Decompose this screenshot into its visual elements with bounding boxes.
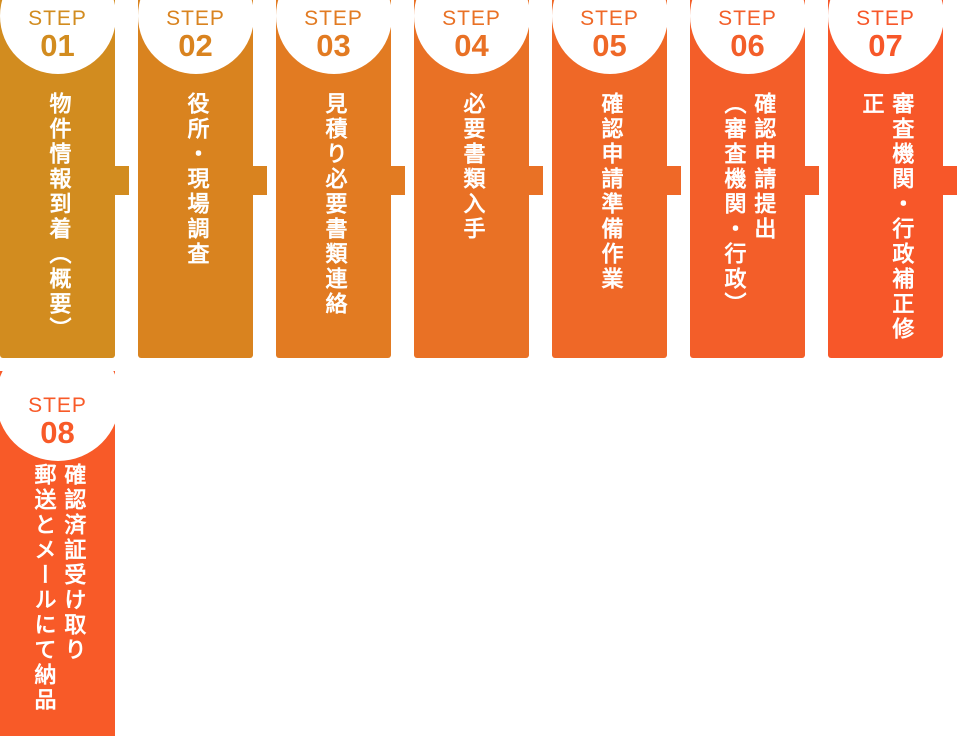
flow-connector bbox=[391, 166, 405, 195]
step-column: STEP 08 確認済証受け取り 郵送とメールにて納品 bbox=[0, 371, 115, 736]
step-badge-circle bbox=[0, 371, 115, 461]
flow-connector bbox=[805, 166, 819, 195]
flow-connector bbox=[667, 166, 681, 195]
step-column: STEP 06 確認申請提出 （審査機関・行政） bbox=[690, 0, 805, 358]
flow-connector bbox=[115, 166, 129, 195]
step-word: STEP bbox=[28, 394, 87, 417]
step-column: STEP 01 物件情報到着（概要） bbox=[0, 0, 115, 358]
step-label: 必要書類入手 bbox=[459, 92, 485, 242]
step-number: 03 bbox=[316, 28, 351, 63]
step-number: 04 bbox=[454, 28, 489, 63]
step-column: STEP 04 必要書類入手 bbox=[414, 0, 529, 358]
step-column: STEP 05 確認申請準備作業 bbox=[552, 0, 667, 358]
step-number: 01 bbox=[40, 28, 75, 63]
step-word: STEP bbox=[442, 7, 501, 30]
flow-connector bbox=[529, 166, 543, 195]
step-word: STEP bbox=[166, 7, 225, 30]
step-column: STEP 07 審査機関・行政補正修正 bbox=[828, 0, 943, 358]
step-word: STEP bbox=[580, 7, 639, 30]
step-word: STEP bbox=[856, 7, 915, 30]
step-column: STEP 03 見積り必要書類連絡 bbox=[276, 0, 391, 358]
step-word: STEP bbox=[304, 7, 363, 30]
step-label: 役所・現場調査 bbox=[183, 92, 209, 267]
step-number: 07 bbox=[868, 28, 903, 63]
step-badge: STEP 04 bbox=[414, 0, 529, 63]
step-label: 審査機関・行政補正修正 bbox=[858, 92, 914, 342]
step-number: 05 bbox=[592, 28, 627, 63]
step-badge: STEP 01 bbox=[0, 0, 115, 63]
step-number: 08 bbox=[40, 415, 75, 450]
step-label: 確認申請準備作業 bbox=[597, 92, 623, 292]
step-column: STEP 02 役所・現場調査 bbox=[138, 0, 253, 358]
step-badge: STEP 08 bbox=[0, 371, 115, 450]
step-badge: STEP 02 bbox=[138, 0, 253, 63]
step-label: 物件情報到着（概要） bbox=[45, 92, 71, 342]
step-number: 06 bbox=[730, 28, 765, 63]
step-badge: STEP 06 bbox=[690, 0, 805, 63]
step-word: STEP bbox=[28, 7, 87, 30]
step-word: STEP bbox=[718, 7, 777, 30]
flow-connector bbox=[253, 166, 267, 195]
step-badge: STEP 03 bbox=[276, 0, 391, 63]
flow-connector bbox=[943, 166, 957, 195]
step-badge: STEP 05 bbox=[552, 0, 667, 63]
step-label: 確認済証受け取り 郵送とメールにて納品 bbox=[30, 463, 86, 713]
step-badge: STEP 07 bbox=[828, 0, 943, 63]
step-label: 確認申請提出 （審査機関・行政） bbox=[720, 92, 776, 317]
step-label: 見積り必要書類連絡 bbox=[321, 92, 347, 317]
step-number: 02 bbox=[178, 28, 213, 63]
